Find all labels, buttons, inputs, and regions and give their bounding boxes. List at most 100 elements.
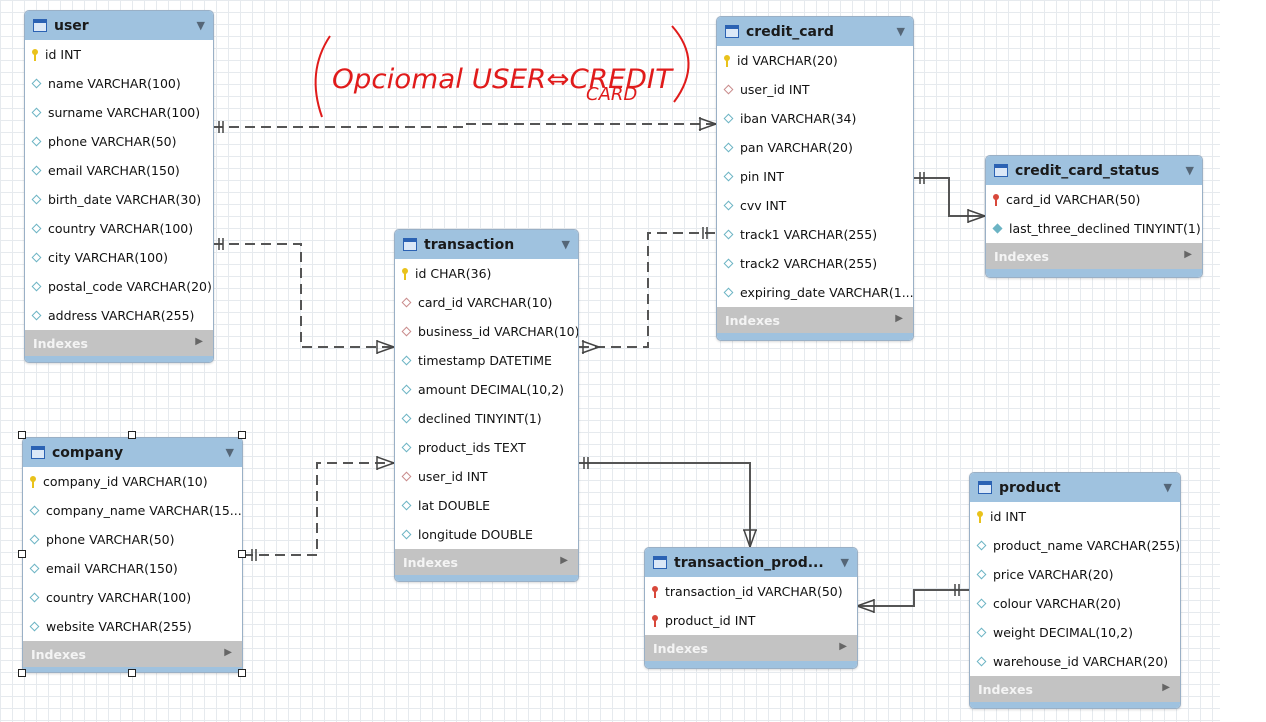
table-header[interactable]: transaction ▼ <box>395 230 578 259</box>
table-header[interactable]: company ▼ <box>23 438 242 467</box>
indexes-section[interactable]: Indexes▶ <box>25 330 213 356</box>
column-row[interactable]: lat DOUBLE <box>395 491 578 520</box>
column-row[interactable]: city VARCHAR(100) <box>25 243 213 272</box>
column-icon <box>723 287 734 298</box>
column-row[interactable]: address VARCHAR(255) <box>25 301 213 330</box>
column-row[interactable]: phone VARCHAR(50) <box>25 127 213 156</box>
table-header[interactable]: credit_card ▼ <box>717 17 913 46</box>
foreign-key-icon <box>401 297 412 308</box>
table-title: credit_card_status <box>1015 162 1160 179</box>
column-icon <box>31 281 42 292</box>
column-row[interactable]: card_id VARCHAR(50) <box>986 185 1202 214</box>
indexes-section[interactable]: Indexes▶ <box>395 549 578 575</box>
table-transaction[interactable]: transaction ▼ id CHAR(36) card_id VARCHA… <box>394 229 579 582</box>
column-row[interactable]: id VARCHAR(20) <box>717 46 913 75</box>
column-row[interactable]: cvv INT <box>717 191 913 220</box>
table-product[interactable]: product ▼ id INT product_name VARCHAR(25… <box>969 472 1181 709</box>
resize-handle-n[interactable] <box>128 431 136 439</box>
column-row[interactable]: user_id INT <box>395 462 578 491</box>
foreign-key-icon <box>723 84 734 95</box>
column-row[interactable]: company_id VARCHAR(10) <box>23 467 242 496</box>
column-row[interactable]: product_id INT <box>645 606 857 635</box>
resize-handle-nw[interactable] <box>18 431 26 439</box>
column-row[interactable]: website VARCHAR(255) <box>23 612 242 641</box>
collapse-arrow-icon[interactable]: ▼ <box>196 19 205 32</box>
column-row[interactable]: timestamp DATETIME <box>395 346 578 375</box>
column-row[interactable]: track2 VARCHAR(255) <box>717 249 913 278</box>
column-icon <box>723 229 734 240</box>
column-row[interactable]: expiring_date VARCHAR(1... <box>717 278 913 307</box>
column-row[interactable]: iban VARCHAR(34) <box>717 104 913 133</box>
column-row[interactable]: id INT <box>25 40 213 69</box>
expand-arrow-icon[interactable]: ▶ <box>1162 682 1170 693</box>
column-row[interactable]: id CHAR(36) <box>395 259 578 288</box>
column-row[interactable]: track1 VARCHAR(255) <box>717 220 913 249</box>
column-row[interactable]: business_id VARCHAR(10) <box>395 317 578 346</box>
collapse-arrow-icon[interactable]: ▼ <box>896 25 905 38</box>
column-row[interactable]: country VARCHAR(100) <box>25 214 213 243</box>
column-row[interactable]: warehouse_id VARCHAR(20) <box>970 647 1180 676</box>
indexes-section[interactable]: Indexes▶ <box>645 635 857 661</box>
resize-handle-e[interactable] <box>238 550 246 558</box>
column-icon <box>723 171 734 182</box>
expand-arrow-icon[interactable]: ▶ <box>839 641 847 652</box>
resize-handle-sw[interactable] <box>18 669 26 677</box>
table-header[interactable]: credit_card_status ▼ <box>986 156 1202 185</box>
table-credit-card[interactable]: credit_card ▼ id VARCHAR(20) user_id INT… <box>716 16 914 341</box>
resize-handle-s[interactable] <box>128 669 136 677</box>
primary-key-icon <box>651 614 659 627</box>
table-bottom-strip <box>395 575 578 581</box>
expand-arrow-icon[interactable]: ▶ <box>195 336 203 347</box>
collapse-arrow-icon[interactable]: ▼ <box>561 238 570 251</box>
column-row[interactable]: surname VARCHAR(100) <box>25 98 213 127</box>
collapse-arrow-icon[interactable]: ▼ <box>225 446 234 459</box>
column-row[interactable]: pan VARCHAR(20) <box>717 133 913 162</box>
column-row[interactable]: id INT <box>970 502 1180 531</box>
column-row[interactable]: product_name VARCHAR(255) <box>970 531 1180 560</box>
indexes-section[interactable]: Indexes▶ <box>970 676 1180 702</box>
column-row[interactable]: pin INT <box>717 162 913 191</box>
column-row[interactable]: company_name VARCHAR(15... <box>23 496 242 525</box>
table-header[interactable]: transaction_prod... ▼ <box>645 548 857 577</box>
expand-arrow-icon[interactable]: ▶ <box>224 647 232 658</box>
resize-handle-ne[interactable] <box>238 431 246 439</box>
column-row[interactable]: longitude DOUBLE <box>395 520 578 549</box>
column-row[interactable]: email VARCHAR(150) <box>23 554 242 583</box>
table-header[interactable]: product ▼ <box>970 473 1180 502</box>
column-row[interactable]: email VARCHAR(150) <box>25 156 213 185</box>
indexes-section[interactable]: Indexes▶ <box>23 641 242 667</box>
column-row[interactable]: postal_code VARCHAR(20) <box>25 272 213 301</box>
collapse-arrow-icon[interactable]: ▼ <box>1163 481 1172 494</box>
expand-arrow-icon[interactable]: ▶ <box>1184 249 1192 260</box>
column-icon <box>31 107 42 118</box>
column-row[interactable]: transaction_id VARCHAR(50) <box>645 577 857 606</box>
collapse-arrow-icon[interactable]: ▼ <box>840 556 849 569</box>
indexes-section[interactable]: Indexes▶ <box>986 243 1202 269</box>
collapse-arrow-icon[interactable]: ▼ <box>1185 164 1194 177</box>
column-row[interactable]: colour VARCHAR(20) <box>970 589 1180 618</box>
column-row[interactable]: user_id INT <box>717 75 913 104</box>
resize-handle-w[interactable] <box>18 550 26 558</box>
column-row[interactable]: product_ids TEXT <box>395 433 578 462</box>
column-row[interactable]: weight DECIMAL(10,2) <box>970 618 1180 647</box>
table-user[interactable]: user ▼ id INT name VARCHAR(100) surname … <box>24 10 214 363</box>
resize-handle-se[interactable] <box>238 669 246 677</box>
table-title: transaction <box>424 236 515 253</box>
table-header[interactable]: user ▼ <box>25 11 213 40</box>
foreign-key-icon <box>401 471 412 482</box>
table-credit-card-status[interactable]: credit_card_status ▼ card_id VARCHAR(50)… <box>985 155 1203 278</box>
expand-arrow-icon[interactable]: ▶ <box>895 313 903 324</box>
column-row[interactable]: price VARCHAR(20) <box>970 560 1180 589</box>
column-row[interactable]: name VARCHAR(100) <box>25 69 213 98</box>
column-row[interactable]: amount DECIMAL(10,2) <box>395 375 578 404</box>
table-company[interactable]: company ▼ company_id VARCHAR(10) company… <box>22 437 243 673</box>
column-row[interactable]: declined TINYINT(1) <box>395 404 578 433</box>
column-row[interactable]: card_id VARCHAR(10) <box>395 288 578 317</box>
column-row[interactable]: last_three_declined TINYINT(1) <box>986 214 1202 243</box>
indexes-section[interactable]: Indexes▶ <box>717 307 913 333</box>
column-row[interactable]: birth_date VARCHAR(30) <box>25 185 213 214</box>
expand-arrow-icon[interactable]: ▶ <box>560 555 568 566</box>
column-row[interactable]: country VARCHAR(100) <box>23 583 242 612</box>
column-row[interactable]: phone VARCHAR(50) <box>23 525 242 554</box>
table-transaction-products[interactable]: transaction_prod... ▼ transaction_id VAR… <box>644 547 858 669</box>
